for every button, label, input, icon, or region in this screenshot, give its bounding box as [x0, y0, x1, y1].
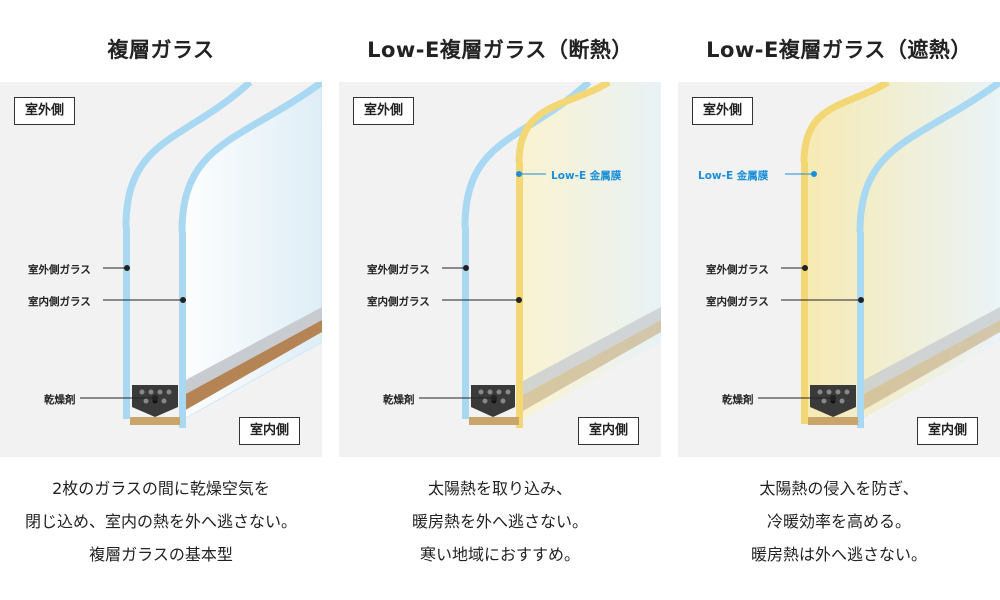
- lowe-film-label: Low-E 金属膜: [698, 170, 769, 182]
- lowe-film-edge: [800, 82, 890, 163]
- outer-glass-side: [462, 227, 469, 419]
- outer-glass-label: 室外側ガラス: [706, 264, 769, 276]
- sealant: [130, 417, 180, 425]
- panel-description: 2枚のガラスの間に乾燥空気を 閉じ込め、室内の熱を外へ逃さない。 複層ガラスの基…: [0, 472, 322, 571]
- panel-description: 太陽熱の侵入を防ぎ、 冷暖効率を高める。 暖房熱は外へ逃さない。: [678, 472, 1000, 571]
- diagram-box: 室外側 室内側 室外側ガラス 室内側ガラス 乾燥剤: [0, 82, 322, 457]
- inside-tag: 室内側: [239, 417, 301, 445]
- description-line: 太陽熱を取り込み、: [427, 479, 572, 498]
- description-line: 2枚のガラスの間に乾燥空気を: [52, 479, 270, 498]
- description-line: 寒い地域におすすめ。: [419, 545, 580, 564]
- description-line: 太陽熱の侵入を防ぎ、: [759, 479, 919, 498]
- inner-glass-label: 室内側ガラス: [28, 296, 91, 308]
- desiccant-label: 乾燥剤: [722, 394, 754, 406]
- frame-wood-bar: [860, 320, 1000, 412]
- frame-top-bar: [521, 307, 661, 396]
- panel-title: 複層ガラス: [107, 38, 215, 62]
- inside-tag: 室内側: [917, 417, 979, 445]
- frame-wood-bar: [521, 320, 661, 412]
- diagram-box: 室外側 室内側 Low-E 金属膜 室外側ガラス 室内側ガラス 乾燥剤: [678, 82, 1000, 457]
- desiccant-label: 乾燥剤: [44, 394, 76, 406]
- description-line: 暖房熱を外へ逃さない。: [411, 512, 588, 531]
- lowe-film-side: [516, 162, 523, 428]
- inner-glass-edge: [856, 82, 1000, 233]
- description-line: 複層ガラスの基本型: [89, 545, 233, 564]
- outside-tag: 室外側: [692, 97, 754, 125]
- sealant: [808, 417, 858, 425]
- inside-tag: 室内側: [578, 417, 640, 445]
- desiccant-label: 乾燥剤: [383, 394, 415, 406]
- double-glazing-illustration: [80, 82, 322, 428]
- frame-top-bar: [860, 307, 1000, 396]
- panel-lowe-insulation: Low-E複層ガラス（断熱）: [339, 0, 661, 600]
- panel-lowe-solar-control: Low-E複層ガラス（遮熱）: [678, 0, 1000, 600]
- lowe-film-edge: [515, 82, 611, 163]
- panel-title: Low-E複層ガラス（断熱）: [367, 38, 633, 62]
- lowe-insulation-illustration: [419, 82, 661, 428]
- outer-glass-label: 室外側ガラス: [367, 264, 430, 276]
- inner-glass-side: [857, 232, 864, 428]
- panel-title: Low-E複層ガラス（遮熱）: [706, 38, 972, 62]
- outer-glass-label: 室外側ガラス: [28, 264, 91, 276]
- outer-glass-side: [123, 227, 130, 419]
- description-line: 閉じ込め、室内の熱を外へ逃さない。: [24, 512, 297, 531]
- frame-wood-bar: [182, 320, 322, 412]
- diagram-box: 室外側 室内側 Low-E 金属膜 室外側ガラス 室内側ガラス 乾燥剤: [339, 82, 661, 457]
- lowe-film-label: Low-E 金属膜: [551, 170, 622, 182]
- frame-top-bar: [182, 307, 322, 396]
- description-line: 暖房熱は外へ逃さない。: [750, 545, 927, 564]
- description-line: 冷暖効率を高める。: [766, 512, 911, 531]
- inner-glass-label: 室内側ガラス: [367, 296, 430, 308]
- lowe-solar-control-illustration: [758, 82, 1000, 428]
- outside-tag: 室外側: [353, 97, 415, 125]
- panel-double-glazing: 複層ガラス: [0, 0, 322, 600]
- inner-glass-edge: [178, 82, 322, 233]
- outer-glass-edge: [122, 82, 253, 228]
- lowe-film-side: [801, 162, 808, 424]
- inner-glass-label: 室内側ガラス: [706, 296, 769, 308]
- sealant: [469, 417, 519, 425]
- inner-glass-side: [179, 232, 186, 428]
- panel-description: 太陽熱を取り込み、 暖房熱を外へ逃さない。 寒い地域におすすめ。: [339, 472, 661, 571]
- outside-tag: 室外側: [14, 97, 76, 125]
